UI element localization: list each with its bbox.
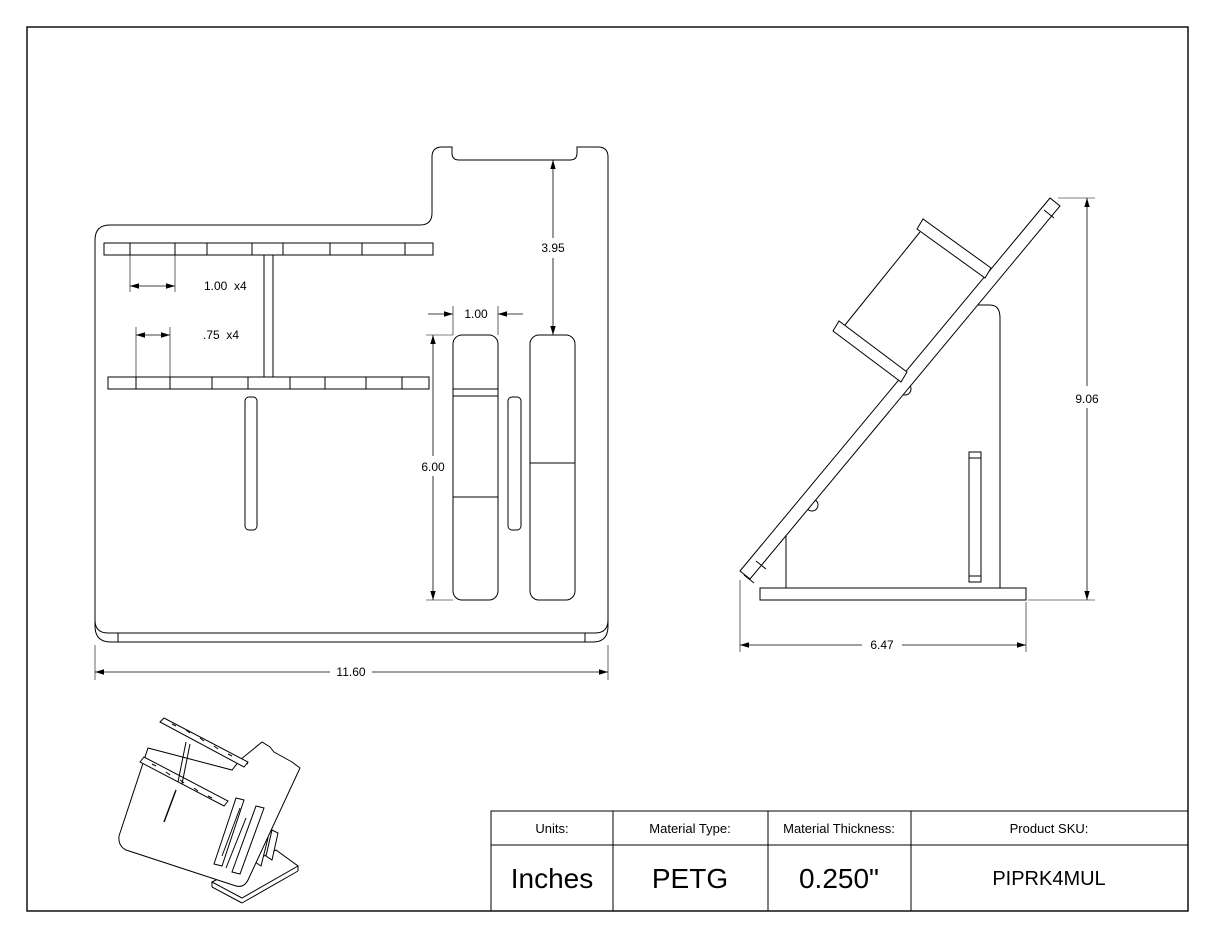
- material-thickness-label: Material Thickness:: [783, 821, 895, 836]
- side-support-panel: [785, 304, 1001, 588]
- dim-tab-width-label: 1.00: [464, 307, 488, 321]
- dim-slot-height: 6.00: [421, 334, 453, 601]
- title-block-frame: [490, 810, 1189, 912]
- material-type-label: Material Type:: [649, 821, 730, 836]
- iso-middle-shelf: [139, 756, 229, 807]
- material-type-value: PETG: [652, 863, 728, 894]
- title-block: Units: Material Type: Material Thickness…: [490, 810, 1189, 912]
- left-slot: [244, 396, 258, 531]
- dim-side-depth: 6.47: [739, 580, 1027, 652]
- dim-tab-width: 1.00: [428, 306, 523, 335]
- material-thickness-value: 0.250": [799, 863, 879, 894]
- top-shelf: [103, 242, 434, 256]
- dim-side-height: 9.06: [1028, 197, 1099, 601]
- dim-slot-height-label: 6.00: [421, 460, 445, 474]
- side-base: [759, 587, 1027, 601]
- isometric-view: [118, 717, 301, 904]
- product-sku-value: PIPRK4MUL: [992, 868, 1105, 890]
- units-value: Inches: [511, 863, 594, 894]
- iso-back-plate: [118, 741, 301, 887]
- dim-top-offset: 3.95: [541, 160, 565, 335]
- dim-slot-width-label: .75 x4: [203, 328, 239, 342]
- tall-slot-1: [452, 334, 499, 601]
- tall-slot-2: [529, 334, 576, 601]
- dim-slot-spacing-label: 1.00 x4: [204, 279, 247, 293]
- side-slanted-plate: [739, 197, 1061, 580]
- iso-top-shelf: [159, 717, 249, 768]
- front-base-edge: [94, 620, 609, 643]
- front-view: 1.00 x4 .75 x4 1.00 3.95: [94, 146, 609, 680]
- side-lower-shelf: [832, 320, 908, 383]
- product-sku-label: Product SKU:: [1010, 821, 1089, 836]
- dim-side-depth-label: 6.47: [870, 638, 894, 652]
- side-upper-shelf: [916, 218, 992, 279]
- shelf-support: [263, 254, 274, 378]
- middle-slot: [507, 396, 522, 531]
- side-slot: [968, 451, 982, 583]
- units-label: Units:: [535, 821, 568, 836]
- side-view: 9.06 6.47: [739, 197, 1099, 652]
- middle-shelf: [107, 376, 430, 390]
- dim-overall-width: 11.60: [94, 645, 609, 680]
- dim-overall-width-label: 11.60: [336, 665, 365, 679]
- dim-side-height-label: 9.06: [1075, 392, 1099, 406]
- dim-slot-spacing: 1.00 x4: [129, 255, 247, 293]
- front-back-plate: [94, 146, 609, 634]
- dim-slot-width: .75 x4: [135, 327, 239, 377]
- dim-top-offset-label: 3.95: [541, 241, 565, 255]
